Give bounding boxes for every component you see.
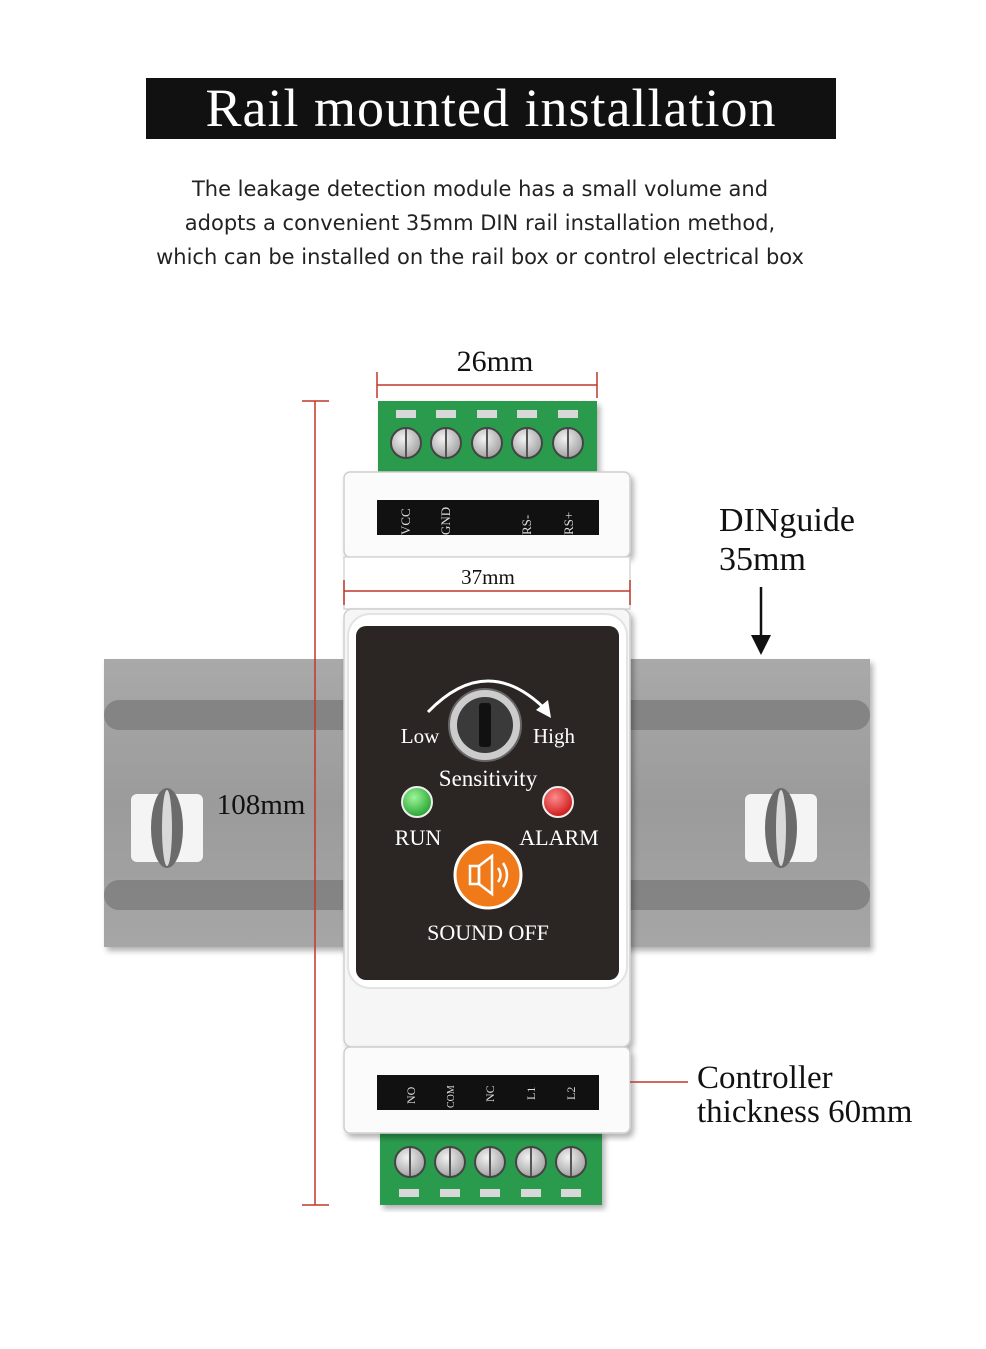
- terminal-label-l1: L1: [524, 1087, 538, 1100]
- dim-26mm-label: 26mm: [457, 345, 534, 378]
- banner-title: Rail mounted installation: [205, 78, 777, 138]
- arrow-right-icon: [536, 700, 551, 718]
- description-line-1: The leakage detection module has a small…: [191, 177, 769, 201]
- knob-high-label: High: [533, 724, 576, 748]
- terminal-label-nc: NC: [483, 1085, 497, 1102]
- terminal-label-com: COM: [446, 1085, 457, 1108]
- description-line-3: which can be installed on the rail box o…: [156, 245, 804, 269]
- terminal-label-no: NO: [404, 1086, 418, 1104]
- rail-label-line-1: DINguide: [719, 502, 855, 539]
- description: The leakage detection module has a small…: [100, 172, 860, 274]
- terminal-label-l2: L2: [564, 1087, 578, 1100]
- bottom-label-strip: [377, 1075, 599, 1110]
- sound-off-button[interactable]: [453, 840, 523, 910]
- front-panel: [356, 626, 619, 980]
- rail-slot-right: [745, 788, 817, 868]
- knob-low-label: Low: [401, 724, 440, 748]
- top-label-strip: [377, 500, 599, 535]
- run-led-icon: [401, 786, 433, 818]
- rail-slot-left: [131, 788, 203, 868]
- run-label: RUN: [395, 825, 442, 850]
- terminal-label-gnd: GND: [438, 507, 453, 535]
- top-terminal-block: [378, 401, 597, 476]
- sensitivity-knob[interactable]: [426, 679, 551, 762]
- title-banner: Rail mounted installation: [146, 78, 836, 139]
- thickness-label-line-2: thickness 60mm: [697, 1094, 913, 1130]
- terminal-label-rs-minus: RS-: [519, 515, 534, 535]
- dim-37mm-label: 37mm: [461, 565, 515, 589]
- bottom-terminal-block: [380, 1130, 602, 1205]
- dimension-lines: [302, 372, 688, 1206]
- alarm-led-icon: [542, 786, 574, 818]
- arrow-down-icon: [751, 587, 771, 655]
- dim-108mm-label: 108mm: [217, 789, 306, 821]
- module-housing: [343, 471, 631, 1134]
- rail-label-line-2: 35mm: [719, 541, 806, 578]
- alarm-label: ALARM: [519, 825, 598, 850]
- sound-off-label: SOUND OFF: [427, 920, 549, 945]
- terminal-label-vcc: VCC: [398, 508, 413, 535]
- terminal-label-rs-plus: RS+: [561, 512, 576, 535]
- thickness-label-line-1: Controller: [697, 1060, 833, 1096]
- sensitivity-label: Sensitivity: [439, 766, 538, 791]
- speaker-icon: [468, 853, 509, 897]
- description-line-2: adopts a convenient 35mm DIN rail instal…: [184, 211, 776, 235]
